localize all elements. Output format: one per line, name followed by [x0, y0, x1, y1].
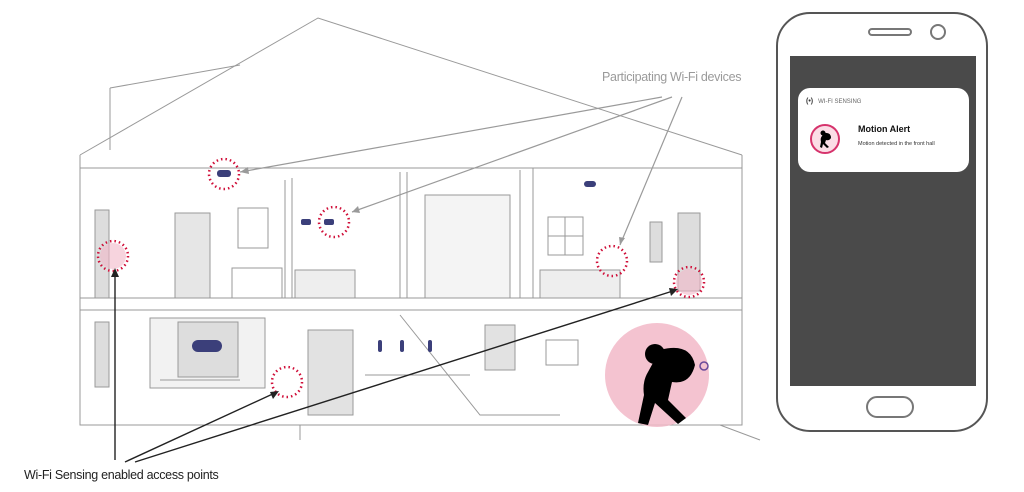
notification-app-name: WI-FI SENSING: [818, 98, 862, 105]
phone-speaker: [868, 28, 912, 36]
home-button[interactable]: [866, 396, 914, 418]
device-highlight-ceiling: [207, 157, 241, 191]
ap-highlight-upstairs-left: [96, 239, 130, 273]
device-highlight-bathroom: [317, 205, 351, 239]
wifi-sensing-icon: (•): [806, 98, 814, 105]
house-cutaway-illustration: [79, 17, 761, 463]
motion-alert-notification[interactable]: (•) WI-FI SENSING Motion Alert Motion de…: [798, 88, 969, 172]
intruder-alert-icon: [810, 124, 840, 154]
intruder-icon: [638, 344, 695, 425]
access-points-label: Wi-Fi Sensing enabled access points: [24, 468, 219, 482]
smart-speaker-icon: [324, 219, 334, 225]
ceiling-device-icon: [217, 170, 231, 177]
phone-screen: (•) WI-FI SENSING Motion Alert Motion de…: [790, 56, 976, 386]
device-highlight-bedroom: [595, 244, 629, 278]
notification-header: (•) WI-FI SENSING: [806, 98, 861, 105]
phone-mockup: (•) WI-FI SENSING Motion Alert Motion de…: [776, 12, 988, 432]
ap-highlight-dining: [270, 365, 304, 399]
participating-devices-label: Participating Wi-Fi devices: [602, 70, 742, 84]
notification-title: Motion Alert: [858, 124, 911, 134]
phone-camera: [930, 24, 946, 40]
ap-highlight-upstairs-right: [672, 265, 706, 299]
notification-body: Motion detected in the front hall: [858, 141, 935, 147]
